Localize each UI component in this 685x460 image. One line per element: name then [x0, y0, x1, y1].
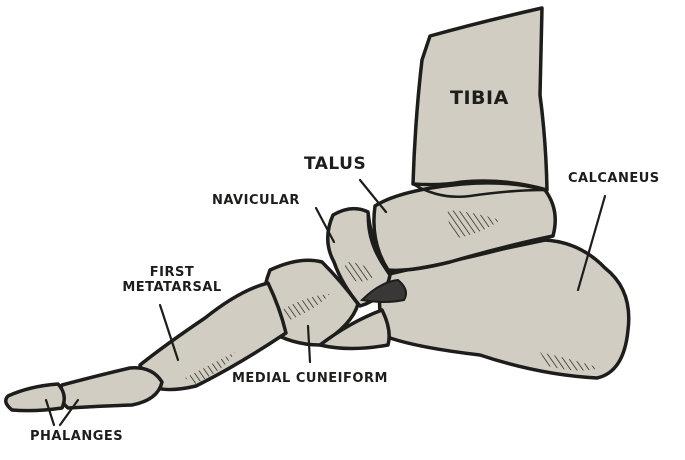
navicular-label: NAVICULAR [212, 194, 300, 209]
talus-leader-line [360, 180, 386, 212]
distal-phalanx-bone [6, 384, 65, 411]
calcaneus-label: CALCANEUS [568, 172, 660, 187]
first-metatarsal-label-line1: FIRST [118, 266, 226, 281]
phalanges-label: PHALANGES [30, 430, 123, 445]
tibia-label: TIBIA [450, 88, 509, 110]
talus-label: TALUS [304, 155, 366, 175]
first-metatarsal-label: FIRST METATARSAL [118, 266, 226, 296]
medial-cuneiform-label: MEDIAL CUNEIFORM [232, 372, 388, 387]
first-metatarsal-label-line2: METATARSAL [118, 281, 226, 296]
